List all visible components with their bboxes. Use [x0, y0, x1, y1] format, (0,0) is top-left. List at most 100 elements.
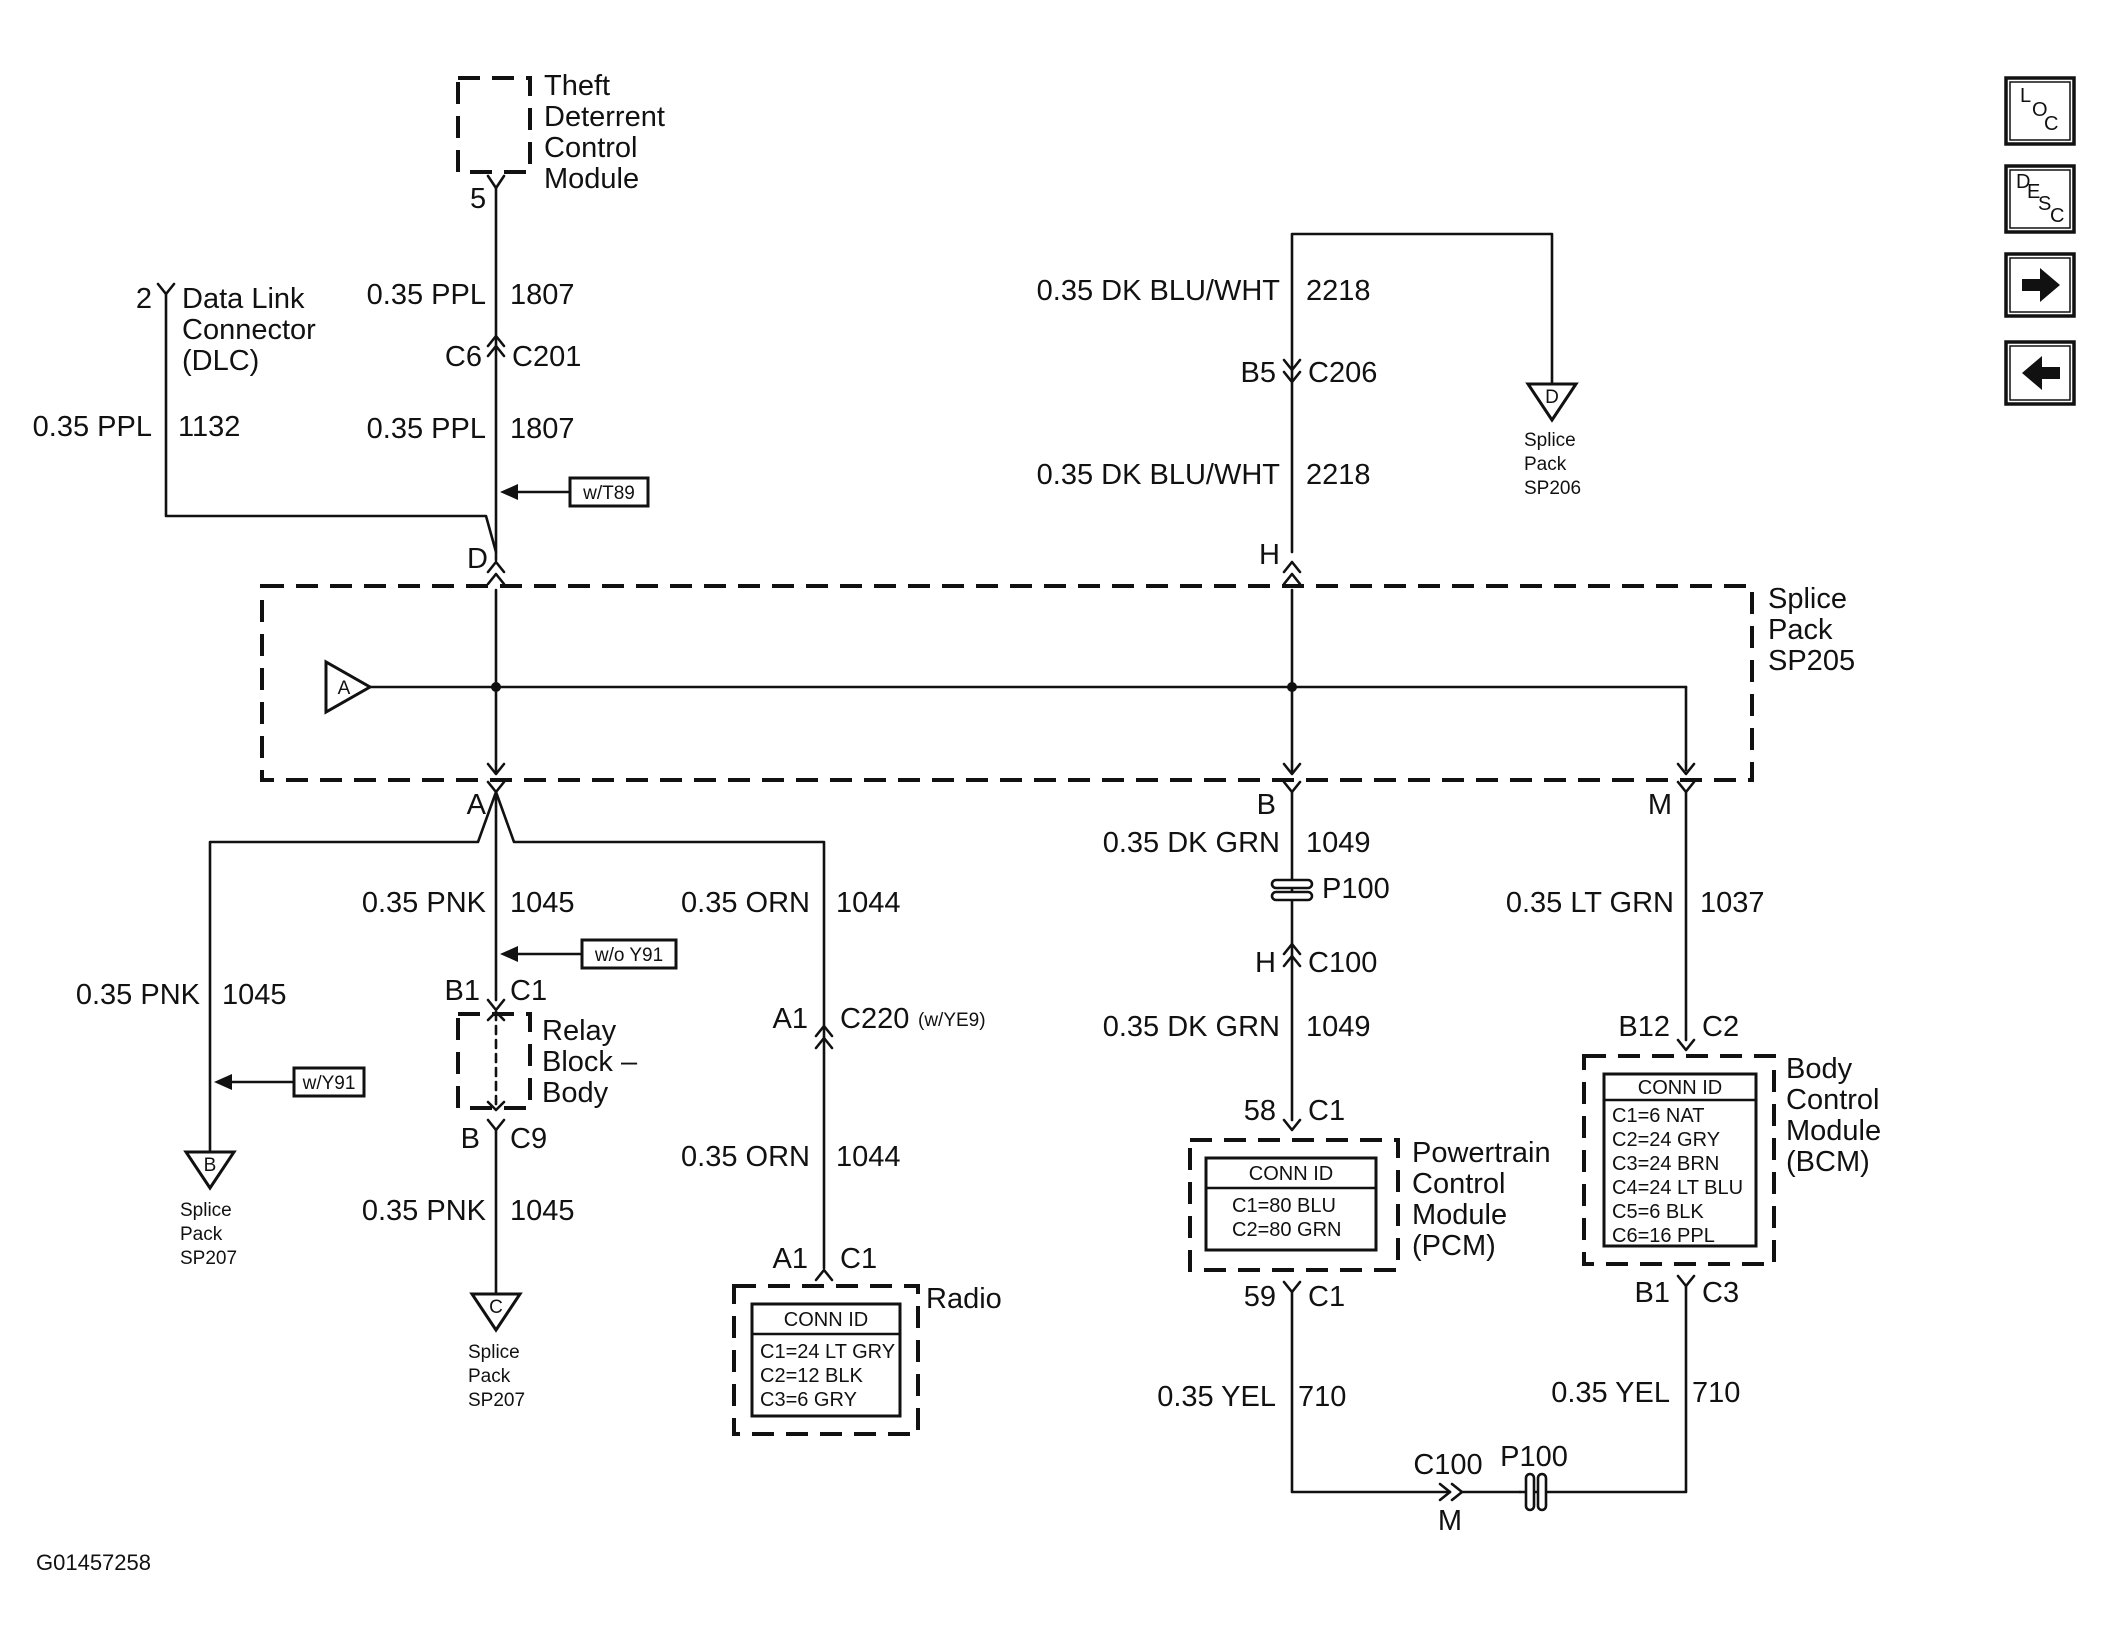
radio-c1-pin: A1 [773, 1243, 808, 1275]
radio-c1-label: C1 [840, 1243, 877, 1275]
svg-text:Module: Module [544, 163, 639, 195]
figure-id: G01457258 [36, 1550, 151, 1575]
wy91-arrow-head [214, 1074, 232, 1090]
c220-connector [814, 1024, 834, 1050]
splice-pack-sp205-label: Splice Pack SP205 [1768, 583, 1855, 677]
svg-text:(BCM): (BCM) [1786, 1146, 1870, 1178]
wire-1132 [164, 292, 498, 554]
wire-1044-circuit: 1044 [836, 887, 901, 919]
bcm-conn-id-row: C4=24 LT BLU [1612, 1177, 1743, 1199]
c206-connector [1282, 358, 1302, 384]
pcm-label: Powertrain Control Module (PCM) [1412, 1137, 1551, 1262]
splice-pack-sp205-box [260, 584, 1754, 782]
wire-1045-lower-circuit: 1045 [510, 1195, 575, 1227]
radio-box [732, 1284, 920, 1436]
sp205-h-connector [1282, 560, 1302, 586]
bcm-c3-label: C3 [1702, 1277, 1739, 1309]
wire-1044-lower-circuit: 1044 [836, 1141, 901, 1173]
loc-button[interactable]: L O C [2004, 76, 2076, 146]
c100-pin: H [1255, 947, 1276, 979]
svg-text:Splice: Splice [1524, 430, 1576, 451]
wire-1037-gauge: 0.35 LT GRN [1506, 887, 1674, 919]
svg-text:O: O [2032, 99, 2048, 121]
splice-sp207-c-letter: C [489, 1297, 503, 1318]
back-arrow-button[interactable] [2004, 340, 2076, 406]
relay-internal-arrows [486, 1010, 506, 1112]
woy91-arrow-head [500, 946, 518, 962]
bcm-conn-id-row: C3=24 BRN [1612, 1153, 1719, 1175]
wire-710-left-gauge: 0.35 YEL [1157, 1381, 1276, 1413]
wire-1807-circuit: 1807 [510, 279, 575, 311]
bcm-label: Body Control Module (BCM) [1786, 1053, 1881, 1178]
dlc-label: Data Link Connector (DLC) [182, 283, 316, 377]
bcm-c3-connector [1676, 1274, 1696, 1288]
splice-left-node [491, 682, 501, 692]
wire-2218-circuit: 2218 [1306, 275, 1371, 307]
svg-text:SP206: SP206 [1524, 478, 1581, 499]
radio-conn-id-row: C1=24 LT GRY [760, 1341, 895, 1363]
radio-conn-id-row: C2=12 BLK [760, 1365, 864, 1387]
wire-2218 [1290, 232, 1554, 554]
c220-note: (w/YE9) [918, 1010, 986, 1031]
right-arrow-icon [2022, 268, 2060, 302]
theft-pin-label: 5 [470, 183, 486, 215]
svg-text:Relay: Relay [542, 1015, 617, 1047]
bcm-box [1582, 1054, 1776, 1266]
splice-sp206-triangle [1525, 382, 1579, 423]
splice-mid-node [1287, 682, 1297, 692]
bottom-p100-left [1524, 1472, 1536, 1512]
svg-text:Pack: Pack [1768, 614, 1833, 646]
relay-c9-pin: B [461, 1123, 480, 1155]
splice-sp206-letter: D [1545, 387, 1559, 408]
svg-text:Splice: Splice [180, 1200, 232, 1221]
wire-710-left-circuit: 710 [1298, 1381, 1346, 1413]
wire-1044-gauge: 0.35 ORN [681, 887, 810, 919]
wire-1132-circuit: 1132 [178, 411, 240, 443]
c220-pin: A1 [773, 1003, 808, 1035]
c100-connector [1282, 942, 1302, 968]
wire-1045-left-circuit: 1045 [222, 979, 287, 1011]
svg-text:Control: Control [1786, 1084, 1880, 1116]
svg-text:C: C [2050, 205, 2064, 227]
wire-1045-gauge: 0.35 PNK [362, 887, 487, 919]
c201-pin-label: C6 [445, 341, 482, 373]
bcm-c2-pin: B12 [1618, 1011, 1670, 1043]
c100-label: C100 [1308, 947, 1377, 979]
wire-1049-lower-circuit: 1049 [1306, 1011, 1371, 1043]
theft-module-box [456, 76, 532, 174]
wire-2218-gauge: 0.35 DK BLU/WHT [1037, 275, 1281, 307]
sp205-pin-a: A [467, 789, 487, 821]
wire-1045-left-gauge: 0.35 PNK [76, 979, 201, 1011]
svg-text:Body: Body [1786, 1053, 1853, 1085]
bottom-p100-right [1536, 1472, 1548, 1512]
pcm-c1-out-label: C1 [1308, 1281, 1345, 1313]
wire-710-right-gauge: 0.35 YEL [1551, 1377, 1670, 1409]
bcm-conn-id-row: C5=6 BLK [1612, 1201, 1704, 1223]
radio-conn-id-row: C3=6 GRY [760, 1389, 857, 1411]
c206-pin-label: B5 [1241, 357, 1276, 389]
pcm-conn-id-row: C2=80 GRN [1232, 1219, 1342, 1241]
svg-text:Powertrain: Powertrain [1412, 1137, 1551, 1169]
wy91-tag-label: w/Y91 [302, 1073, 356, 1094]
wire-1049-lower-gauge: 0.35 DK GRN [1103, 1011, 1280, 1043]
wire-1049-circuit: 1049 [1306, 827, 1371, 859]
svg-text:Theft: Theft [544, 70, 610, 102]
svg-text:Connector: Connector [182, 314, 316, 346]
t89-arrow-head [500, 484, 518, 500]
radio-conn-id-table [750, 1302, 902, 1418]
wy91-tag-box [292, 1066, 366, 1098]
forward-arrow-button[interactable] [2004, 252, 2076, 318]
bcm-c3-pin: B1 [1635, 1277, 1670, 1309]
dlc-pin-label: 2 [136, 283, 152, 315]
svg-text:(PCM): (PCM) [1412, 1230, 1496, 1262]
wire-2218-lower-circuit: 2218 [1306, 459, 1371, 491]
desc-button[interactable]: D E S C [2004, 164, 2076, 234]
svg-text:Splice: Splice [468, 1342, 520, 1363]
svg-text:Data Link: Data Link [182, 283, 305, 315]
bcm-conn-id-row: C6=16 PPL [1612, 1225, 1715, 1247]
wire-1045-circuit: 1045 [510, 887, 575, 919]
bottom-m-label: M [1438, 1505, 1462, 1537]
svg-text:L: L [2020, 85, 2031, 107]
left-arrow-icon [2022, 356, 2060, 390]
